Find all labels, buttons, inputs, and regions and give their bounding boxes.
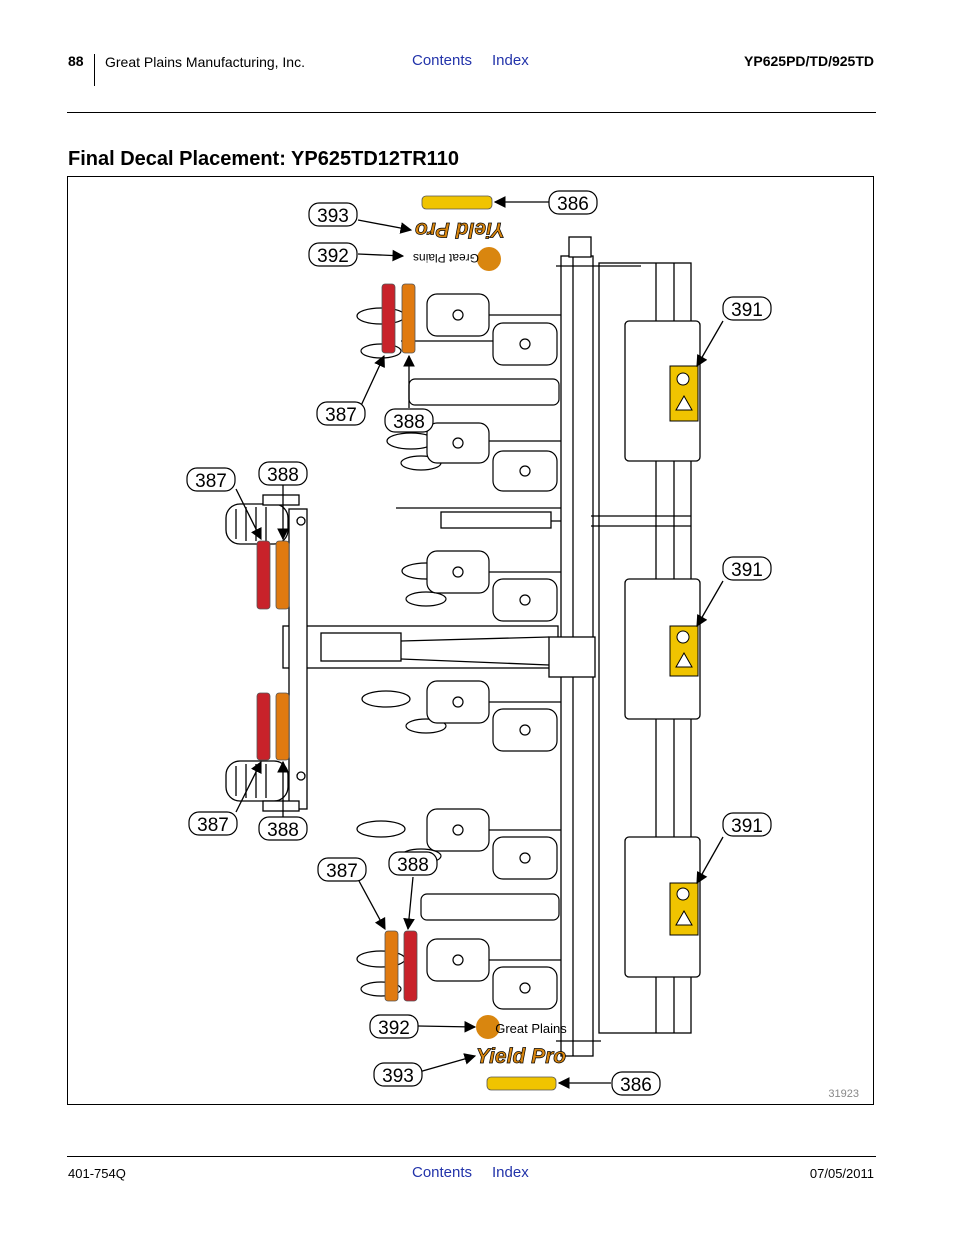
row-unit	[386, 422, 561, 492]
svg-text:387: 387	[325, 405, 357, 426]
callout-387: 387	[188, 811, 238, 836]
row-unit	[401, 550, 561, 622]
header-rule	[67, 112, 876, 113]
index-link[interactable]: Index	[492, 52, 529, 69]
footer-contents-link[interactable]: Contents	[412, 1164, 473, 1181]
svg-text:Yield Pro: Yield Pro	[415, 218, 505, 241]
footer-rule	[67, 1156, 876, 1157]
callout-386: 386	[611, 1071, 661, 1096]
svg-text:Great Plains: Great Plains	[495, 1021, 567, 1036]
svg-text:393: 393	[382, 1066, 414, 1087]
svg-text:388: 388	[267, 820, 299, 841]
contents-link[interactable]: Contents	[412, 52, 473, 69]
great-plains-logo: Great Plains	[476, 1015, 567, 1039]
callout-387: 387	[186, 467, 236, 492]
callout-387: 387	[316, 401, 366, 426]
row-units	[356, 293, 561, 1010]
callout-391: 391	[722, 556, 772, 581]
row-unit	[356, 808, 561, 921]
decal-placement-figure: Yield Pro Great Plains Great Plains Yiel…	[67, 176, 874, 1105]
yield-pro-logo-mirrored: Yield Pro	[414, 218, 505, 242]
callouts: 386 393 392 391 387 388 387 388	[186, 190, 772, 1096]
company-name: Great Plains Manufacturing, Inc.	[105, 54, 305, 70]
callout-391: 391	[722, 812, 772, 837]
callout-388: 388	[258, 461, 308, 486]
svg-text:392: 392	[317, 246, 349, 267]
callout-392: 392	[308, 242, 358, 267]
planter-drawing	[225, 236, 701, 1057]
svg-text:Great Plains: Great Plains	[413, 251, 479, 265]
warning-decals	[669, 365, 699, 936]
figure-number: 31923	[828, 1088, 859, 1100]
svg-text:386: 386	[620, 1075, 652, 1096]
callout-387: 387	[317, 857, 367, 882]
footer-index-link[interactable]: Index	[492, 1164, 529, 1181]
callout-391: 391	[722, 296, 772, 321]
callout-388: 388	[388, 851, 438, 876]
footer-date: 07/05/2011	[809, 1166, 874, 1181]
svg-text:388: 388	[397, 855, 429, 876]
leader-arrows	[235, 196, 724, 1089]
svg-text:391: 391	[731, 560, 763, 581]
model-number: YP625PD/TD/925TD	[744, 53, 874, 69]
reflector-decals	[256, 195, 557, 1091]
header-divider	[94, 54, 95, 86]
callout-393: 393	[308, 202, 358, 227]
svg-text:387: 387	[195, 471, 227, 492]
page-number: 88	[68, 53, 84, 69]
svg-text:393: 393	[317, 206, 349, 227]
callout-388: 388	[258, 816, 308, 841]
callout-386: 386	[548, 190, 598, 215]
yield-pro-logo: Yield Pro	[476, 1045, 566, 1068]
document-number: 401-754Q	[68, 1166, 126, 1181]
decal-diagram: Yield Pro Great Plains Great Plains Yiel…	[186, 190, 859, 1100]
callout-393: 393	[373, 1062, 423, 1087]
svg-text:391: 391	[731, 816, 763, 837]
row-unit	[356, 293, 561, 406]
callout-388: 388	[384, 408, 434, 433]
svg-text:387: 387	[197, 815, 229, 836]
logos: Yield Pro Great Plains Great Plains Yiel…	[413, 218, 567, 1069]
svg-text:386: 386	[557, 194, 589, 215]
callout-392: 392	[369, 1014, 419, 1039]
svg-text:392: 392	[378, 1018, 410, 1039]
svg-text:387: 387	[326, 861, 358, 882]
page-title: Final Decal Placement: YP625TD12TR110	[68, 148, 459, 170]
svg-text:391: 391	[731, 300, 763, 321]
row-unit	[361, 680, 561, 752]
svg-text:388: 388	[267, 465, 299, 486]
great-plains-logo-mirrored: Great Plains	[413, 247, 501, 271]
svg-text:388: 388	[393, 412, 425, 433]
